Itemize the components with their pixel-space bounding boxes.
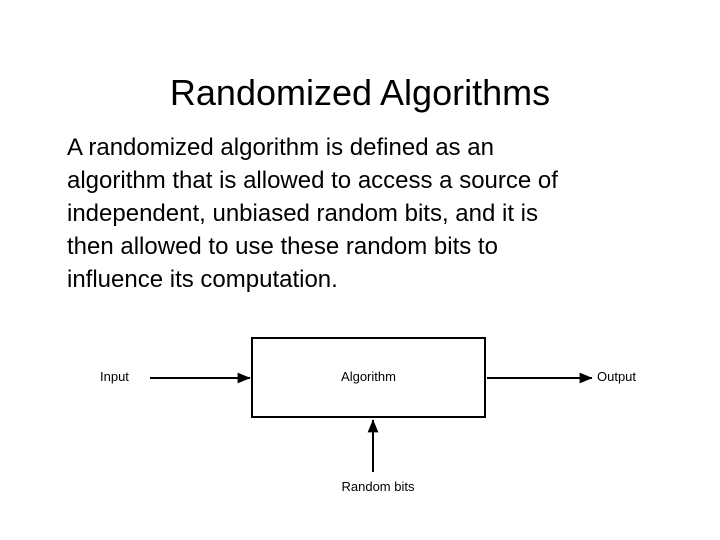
body-line-1: A randomized algorithm is defined as an: [67, 134, 494, 161]
body-line-2: algorithm that is allowed to access a so…: [67, 167, 558, 194]
body-line-4: then allowed to use these random bits to: [67, 233, 498, 260]
input-label: Input: [100, 369, 129, 384]
algorithm-box: [251, 337, 486, 418]
algorithm-box-label: Algorithm: [341, 369, 396, 384]
page-title: Randomized Algorithms: [169, 72, 551, 114]
body-line-3: independent, unbiased random bits, and i…: [67, 200, 538, 227]
body-paragraph: A randomized algorithm is defined as an …: [67, 131, 667, 296]
random-bits-label: Random bits: [341, 479, 415, 494]
body-line-5: influence its computation.: [67, 266, 338, 293]
output-label: Output: [597, 369, 637, 384]
